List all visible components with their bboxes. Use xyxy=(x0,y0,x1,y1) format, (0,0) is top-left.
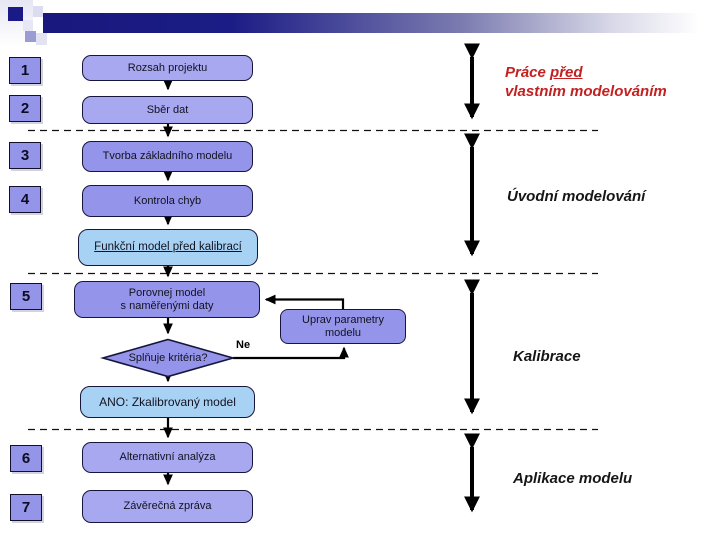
header-gradient-bar xyxy=(43,13,720,33)
flow-box-error-check: Kontrola chyb xyxy=(82,185,253,217)
step-number-2: 2 xyxy=(9,95,41,122)
phase-label-calibration: Kalibrace xyxy=(513,348,581,365)
phase-label-model-application: Aplikace modelu xyxy=(513,470,633,487)
step-number-3: 3 xyxy=(9,142,41,169)
flow-box-project-scope: Rozsah projektu xyxy=(82,55,253,81)
decor-navy-square xyxy=(8,7,23,21)
adjust-parameters-line2: modelu xyxy=(324,326,362,339)
feedback-return-arrow xyxy=(264,294,345,309)
decision-no-label: Ne xyxy=(236,339,251,351)
decision-criteria: Splňuje kritéria? xyxy=(103,339,233,377)
decor-square xyxy=(23,20,33,31)
feedback-no-arrow xyxy=(233,346,349,360)
flow-box-calibrated-model: ANO: Zkalibrovaný model xyxy=(80,386,255,418)
decision-criteria-label: Splňuje kritéria? xyxy=(128,352,208,364)
flow-box-final-report: Závěrečná zpráva xyxy=(82,490,253,523)
compare-model-line2: s naměřenými daty xyxy=(120,299,214,312)
adjust-parameters-line1: Uprav parametry xyxy=(302,313,384,326)
flow-box-adjust-parameters: Uprav parametry modelu xyxy=(280,309,406,344)
step-number-4: 4 xyxy=(9,186,41,213)
step-number-6: 6 xyxy=(10,445,42,472)
flow-box-compare-model: Porovnej model s naměřenými daty xyxy=(74,281,260,318)
phase-label-initial-modeling: Úvodní modelování xyxy=(507,188,646,205)
decor-square xyxy=(36,33,47,45)
decor-square xyxy=(33,6,43,17)
compare-model-line1: Porovnej model xyxy=(128,286,206,299)
flow-box-functional-model: Funkční model před kalibrací xyxy=(78,229,258,266)
phase-pre-modeling-line2: vlastním modelováním xyxy=(505,83,667,100)
step-number-7: 7 xyxy=(10,494,42,521)
step-number-1: 1 xyxy=(9,57,41,84)
functional-model-label: Funkční model před kalibrací xyxy=(94,241,242,253)
flow-box-data-collection: Sběr dat xyxy=(82,96,253,124)
flow-box-alternative-analysis: Alternativní analýza xyxy=(82,442,253,473)
decor-square xyxy=(25,31,36,42)
decision-diamond-shape xyxy=(100,338,236,378)
phase-pre-modeling-word2: před xyxy=(550,64,583,81)
phase-label-pre-modeling: Práce před vlastním modelováním xyxy=(505,63,715,101)
phase-pre-modeling-word1: Práce xyxy=(505,64,546,81)
flow-box-base-model: Tvorba základního modelu xyxy=(82,141,253,172)
step-number-5: 5 xyxy=(10,283,42,310)
